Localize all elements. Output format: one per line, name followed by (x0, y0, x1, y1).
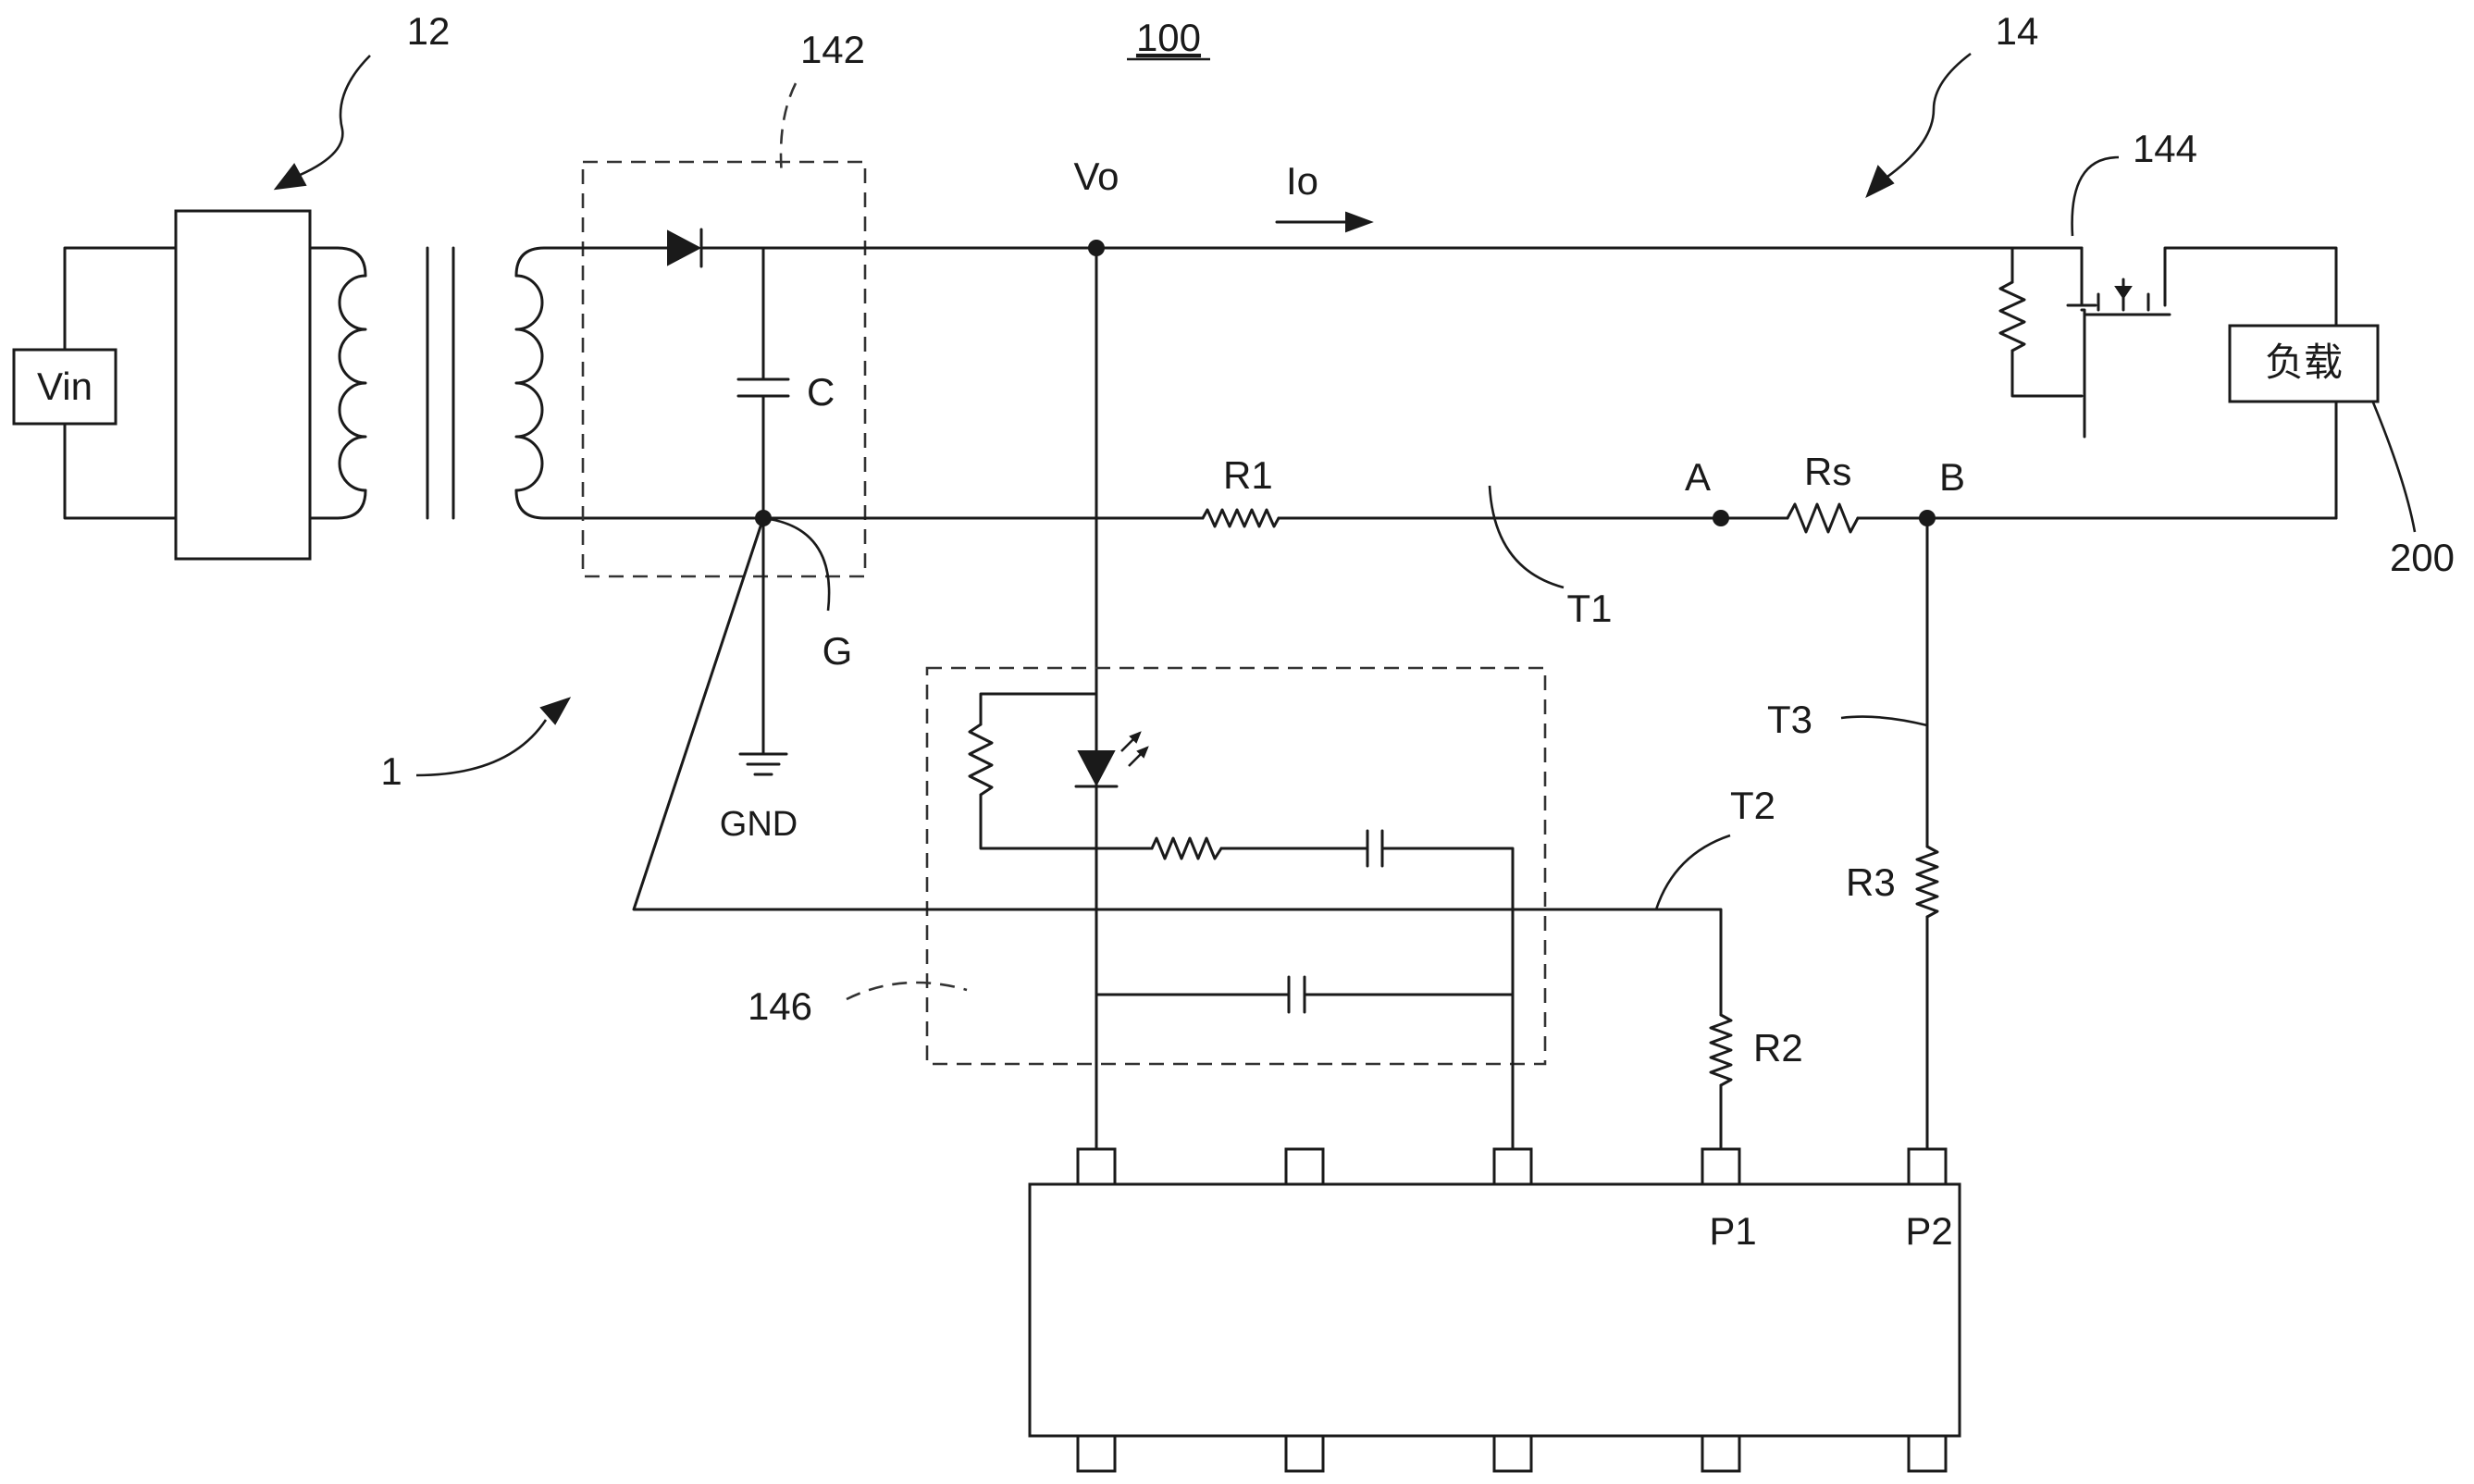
ref-1-leader (415, 719, 548, 777)
capacitor-c-label: C (807, 370, 835, 414)
ref-144: 144 (2133, 127, 2197, 170)
chip-pin-top-2 (1284, 1147, 1325, 1186)
controller-chip (1028, 1147, 1961, 1473)
r1-label: R1 (1223, 453, 1273, 497)
ref-14-leader (1877, 52, 1972, 185)
g-leader (762, 516, 831, 612)
gnd-label: GND (720, 805, 798, 844)
chip-pin-bottom-2 (1284, 1434, 1325, 1473)
chip-pin-bottom-1 (1076, 1434, 1117, 1473)
ref-200: 200 (2390, 536, 2455, 579)
chip-pin-bottom-5 (1907, 1434, 1948, 1473)
b-node-dot (1919, 510, 1936, 526)
capacitor-c (736, 246, 790, 520)
resistor-rs (1719, 502, 2338, 534)
t2-label: T2 (1730, 784, 1775, 827)
trace-t3 (1915, 516, 1939, 1151)
chip-pin-p1 (1701, 1147, 1741, 1186)
load-block: 负载 (2228, 324, 2380, 520)
vo-node-dot (1088, 240, 1105, 256)
b-label: B (1939, 455, 1965, 499)
ref-142-leader (779, 82, 798, 177)
t3-leader (1840, 715, 1928, 727)
r2-label: R2 (1753, 1026, 1803, 1070)
ref-146: 146 (748, 984, 812, 1028)
io-label: Io (1286, 159, 1318, 203)
figure-number: 100 (1136, 16, 1201, 59)
rectifier-block-outline (581, 160, 867, 578)
chip-pin-p2 (1907, 1147, 1948, 1186)
a-label: A (1685, 455, 1711, 499)
primary-block (174, 209, 367, 561)
ground-symbol (738, 516, 788, 776)
ref-144-leader (2071, 155, 2120, 237)
ref-142: 142 (800, 28, 865, 71)
p2-label: P2 (1905, 1209, 1952, 1253)
vin-source: Vin (12, 246, 178, 520)
g-label: G (823, 629, 853, 673)
t3-label: T3 (1767, 698, 1812, 741)
chip-pin-bottom-4 (1701, 1434, 1741, 1473)
compensation-cap (1095, 975, 1515, 1014)
a-node-dot (1713, 510, 1729, 526)
ref-146-leader (846, 981, 968, 1001)
chip-pin-top-1 (1076, 1147, 1117, 1186)
ref-12: 12 (407, 9, 451, 53)
chip-pin-bottom-3 (1492, 1434, 1533, 1473)
p1-label: P1 (1709, 1209, 1756, 1253)
transformer (338, 246, 765, 520)
resistor-r1 (761, 508, 1723, 528)
ref-200-leader (2371, 402, 2417, 533)
optocoupler-led (968, 692, 1154, 850)
ref-12-leader (286, 55, 371, 182)
ref-1: 1 (380, 749, 402, 793)
t1-leader (1488, 485, 1565, 589)
t2-leader (1654, 834, 1731, 910)
load-label: 负载 (2265, 340, 2343, 385)
trace-t2 (632, 516, 1733, 1151)
vo-label: Vo (1073, 155, 1119, 198)
io-arrow (1275, 211, 1374, 233)
compensation-rc (1150, 829, 1515, 1151)
ref-14-arrowhead (1865, 165, 1895, 199)
r3-label: R3 (1846, 860, 1896, 904)
ref-14: 14 (1996, 9, 2039, 53)
chip-pin-top-3 (1492, 1147, 1533, 1186)
rectifier-diode (581, 228, 1098, 268)
t1-label: T1 (1566, 587, 1612, 630)
vin-label: Vin (37, 365, 93, 408)
mosfet-switch (1095, 246, 2338, 439)
ref-12-arrowhead (273, 163, 307, 191)
rs-label: Rs (1804, 450, 1851, 493)
compensation-block-outline (925, 666, 1547, 1066)
ref-1-arrowhead (539, 697, 572, 725)
